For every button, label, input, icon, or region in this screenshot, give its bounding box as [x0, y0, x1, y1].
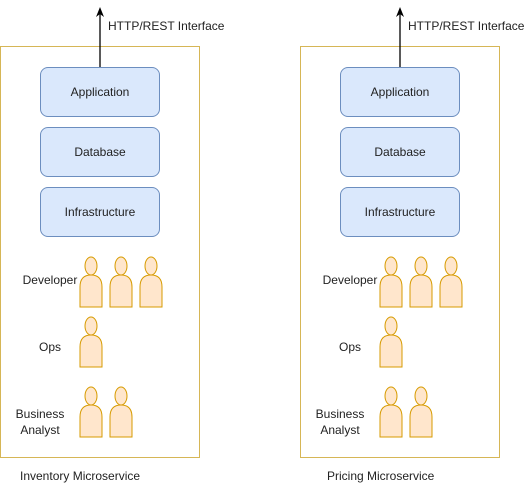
- business-analyst-label: Business Analyst: [315, 407, 365, 437]
- up-arrow-icon: [96, 7, 104, 68]
- infrastructure-layer: Infrastructure: [40, 187, 160, 237]
- application-layer: Application: [40, 67, 160, 117]
- person-icon: [439, 256, 463, 308]
- pricing-microservice: HTTP/REST Interface Application Database…: [300, 0, 530, 488]
- service-name: Inventory Microservice: [20, 469, 141, 483]
- ops-label: Ops: [38, 340, 61, 354]
- person-icon: [139, 256, 163, 308]
- person-icon: [79, 256, 103, 308]
- person-icon: [379, 386, 403, 438]
- application-layer: Application: [340, 67, 460, 117]
- person-icon: [409, 386, 433, 438]
- database-layer: Database: [340, 127, 460, 177]
- person-icon: [79, 386, 103, 438]
- developer-label: Developer: [22, 273, 78, 287]
- infrastructure-layer: Infrastructure: [340, 187, 460, 237]
- person-icon: [379, 316, 403, 368]
- interface-label: HTTP/REST Interface: [408, 19, 525, 33]
- database-layer: Database: [40, 127, 160, 177]
- up-arrow-icon: [396, 7, 404, 68]
- inventory-microservice: HTTP/REST Interface Application Database…: [0, 0, 230, 488]
- interface-label: HTTP/REST Interface: [108, 19, 225, 33]
- person-icon: [109, 256, 133, 308]
- person-icon: [109, 386, 133, 438]
- person-icon: [79, 316, 103, 368]
- business-analyst-label: Business Analyst: [15, 407, 65, 437]
- ops-label: Ops: [338, 340, 361, 354]
- developer-label: Developer: [322, 273, 378, 287]
- service-name: Pricing Microservice: [327, 469, 435, 483]
- person-icon: [409, 256, 433, 308]
- person-icon: [379, 256, 403, 308]
